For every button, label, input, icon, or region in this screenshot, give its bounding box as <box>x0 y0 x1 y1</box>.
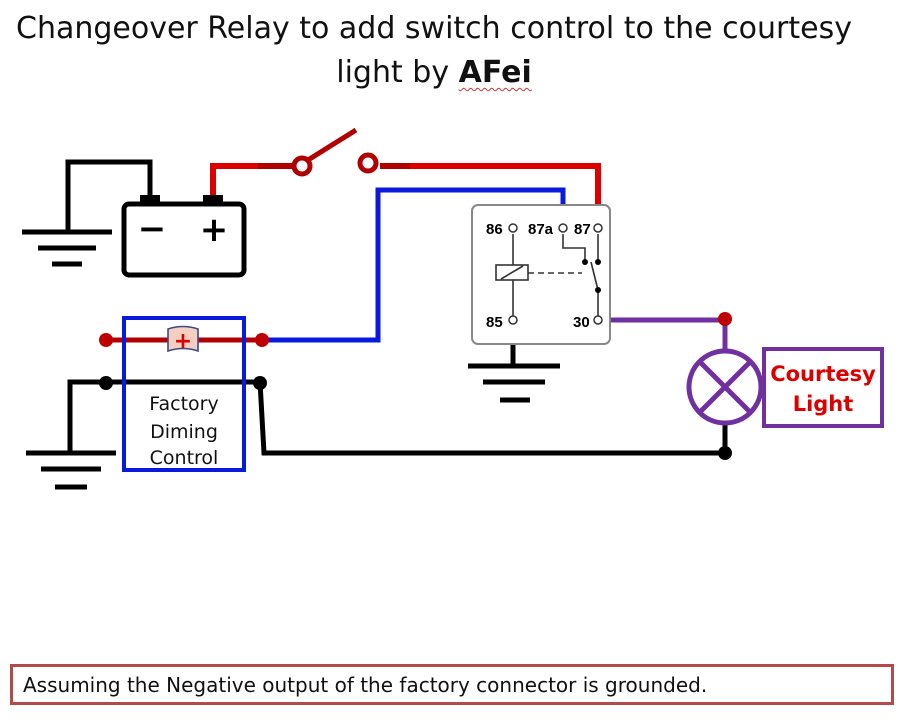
factory-control-line2: Diming <box>150 421 218 443</box>
relay-pin-85-label: 85 <box>486 314 503 331</box>
relay-pin-87-label: 87 <box>574 221 591 238</box>
relay-pin-87a-label: 87a <box>528 221 554 238</box>
toggle-switch <box>291 127 379 177</box>
battery-ground-symbol <box>22 229 112 267</box>
relay-pin-30-label: 30 <box>573 314 590 331</box>
junction-dots <box>99 312 732 460</box>
courtesy-light-line1: Courtesy <box>770 362 876 386</box>
courtesy-light-box <box>762 347 884 428</box>
courtesy-light-line2: Light <box>793 392 854 416</box>
page-title: Changeover Relay to add switch control t… <box>16 11 852 46</box>
factory-control-line3: Control <box>150 447 219 469</box>
fuse-symbol: + <box>174 329 192 354</box>
author-name: AFei <box>458 55 532 90</box>
fuse-icon: + <box>167 325 199 354</box>
battery-positive-label: + <box>200 210 229 250</box>
purple-wire <box>600 317 728 352</box>
battery-icon: − + <box>121 195 247 278</box>
factory-control-line1: Factory <box>149 393 218 415</box>
assumption-note: Assuming the Negative output of the fact… <box>10 664 894 705</box>
title-prefix: light by <box>336 55 459 90</box>
battery-negative-label: − <box>138 209 167 249</box>
blue-wire <box>262 187 566 343</box>
relay-ground-symbol <box>468 363 560 403</box>
factory-control-box <box>122 316 246 472</box>
page-title-line2: light by AFei <box>0 52 868 94</box>
factory-ground-symbol <box>26 450 116 490</box>
relay: 86 87a 87 85 30 <box>471 204 611 345</box>
relay-pin-86-label: 86 <box>486 221 503 238</box>
lamp-icon <box>686 348 764 426</box>
